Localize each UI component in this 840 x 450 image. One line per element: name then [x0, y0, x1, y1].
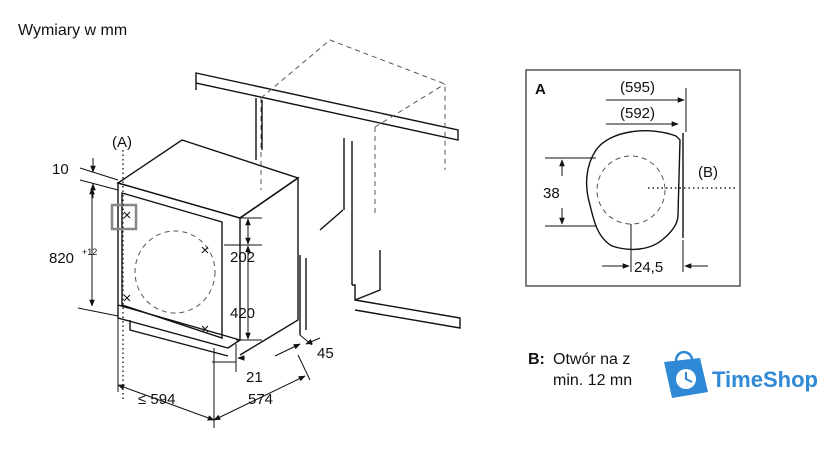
dim-width: ≤ 594	[138, 391, 175, 408]
note-line1: Otwór na z	[553, 351, 630, 368]
washing-machine	[110, 139, 300, 400]
dim-top: 10	[52, 161, 69, 178]
label-b: (B)	[698, 164, 718, 181]
cabinet-outline	[195, 39, 461, 335]
dim-depth: 574	[248, 391, 273, 408]
detail-view-a	[525, 69, 741, 287]
logo-text: TimeShop	[712, 367, 818, 392]
dim-height: 820	[49, 250, 74, 267]
dim-24-5: 24,5	[634, 259, 663, 276]
dim-592: (592)	[620, 105, 655, 122]
dim-21: 21	[246, 369, 263, 386]
dim-upper: 202	[230, 249, 255, 266]
note-prefix: B:	[528, 351, 545, 368]
dim-height-tolerance: +12	[82, 247, 97, 257]
shopping-bag-clock-icon	[664, 350, 708, 398]
note-line2: min. 12 mn	[553, 372, 632, 389]
units-label: Wymiary w mm	[18, 22, 127, 39]
label-a: (A)	[112, 134, 132, 151]
dim-38: 38	[543, 185, 560, 202]
dim-lower: 420	[230, 305, 255, 322]
dim-45: 45	[317, 345, 334, 362]
detail-title: A	[535, 81, 546, 98]
timeshop-logo: TimeShop	[650, 350, 840, 400]
dim-595: (595)	[620, 79, 655, 96]
main-dimension-lines	[77, 158, 321, 428]
